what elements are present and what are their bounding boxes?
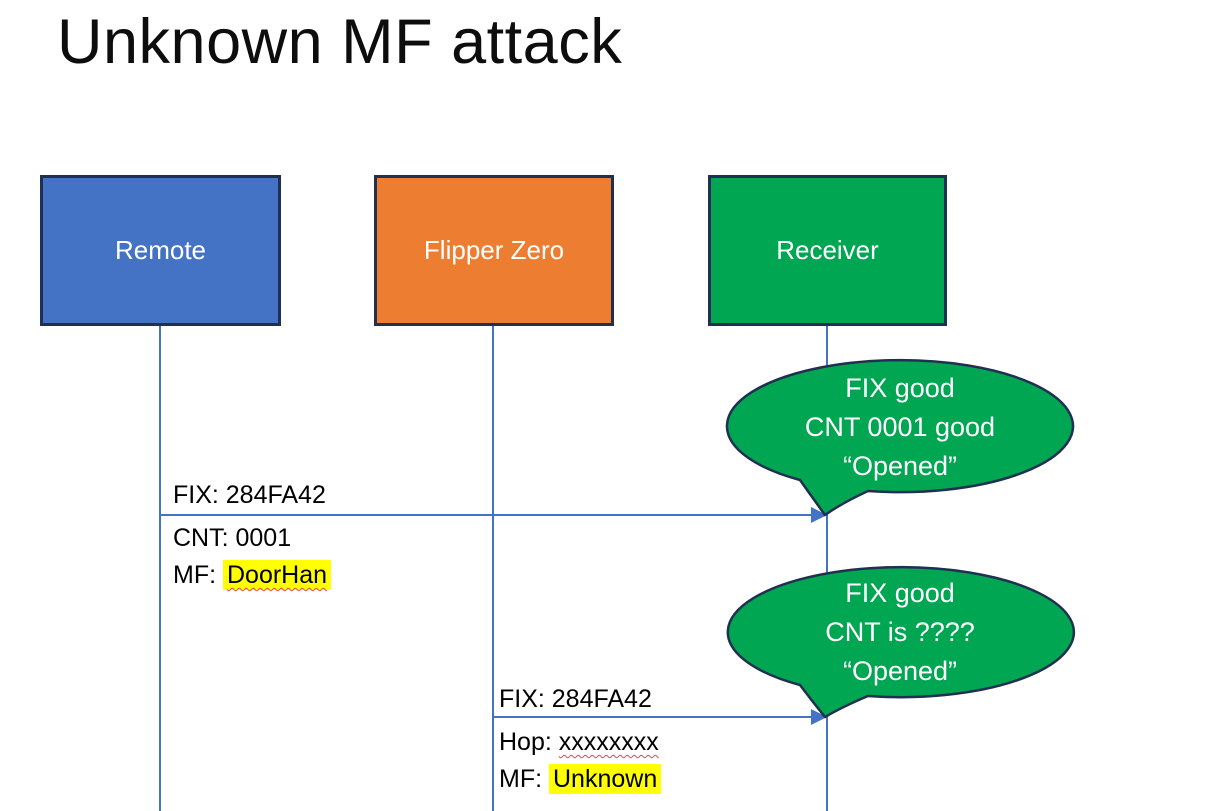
message2-hop-label: Hop: xxxxxxxx [499, 724, 661, 761]
actor-label-receiver: Receiver [776, 235, 879, 265]
message1-cnt-label: CNT: 0001 [173, 524, 292, 552]
actor-label-flipper-zero: Flipper Zero [423, 235, 565, 265]
message2-mf-prefix: MF: [499, 765, 549, 793]
lifeline-remote [159, 326, 161, 811]
bubble2-line1: FIX good [845, 578, 955, 608]
actor-box-remote: Remote [40, 175, 281, 326]
bubble1-line1: FIX good [845, 373, 955, 403]
bubble2-line3: “Opened” [842, 656, 958, 686]
bubble2-line2: CNT is ???? [825, 617, 975, 647]
message1-fix-label: FIX: 284FA42 [173, 481, 326, 509]
speech-bubble2-text: FIX good CNT is ???? “Opened” [727, 574, 1073, 691]
message2-hop-value-squiggled: xxxxxxxx [558, 728, 659, 756]
message1-mf-prefix: MF: [173, 561, 223, 589]
message1-detail-labels: CNT: 0001 MF: DoorHan [173, 520, 332, 594]
message2-hop-prefix: Hop: [499, 728, 559, 756]
arrowhead-icon [811, 709, 827, 725]
speech-bubble-shape [725, 358, 1075, 517]
slide-title: Unknown MF attack [57, 7, 623, 77]
message2-mf-value-highlighted: Unknown [549, 764, 662, 794]
actor-box-flipper-zero: Flipper Zero [374, 175, 614, 326]
lifeline-flipper-zero [492, 326, 494, 811]
message1-mf-value-highlighted: DoorHan [223, 560, 332, 590]
bubble1-line3: “Opened” [842, 451, 958, 481]
message1-mf-label: MF: DoorHan [173, 557, 332, 594]
message2-detail-labels: Hop: xxxxxxxx MF: Unknown [499, 724, 662, 798]
bubble1-line2: CNT 0001 good [804, 412, 996, 442]
speech-bubble1-text: FIX good CNT 0001 good “Opened” [727, 369, 1073, 486]
actor-label-remote: Remote [114, 235, 207, 265]
message2-fix-label: FIX: 284FA42 [499, 685, 652, 713]
message2-mf-label: MF: Unknown [499, 761, 662, 798]
lifeline-receiver [826, 326, 828, 811]
arrowhead-icon [811, 507, 827, 523]
speech-bubble-shape [726, 565, 1076, 719]
actor-box-receiver: Receiver [708, 175, 947, 326]
